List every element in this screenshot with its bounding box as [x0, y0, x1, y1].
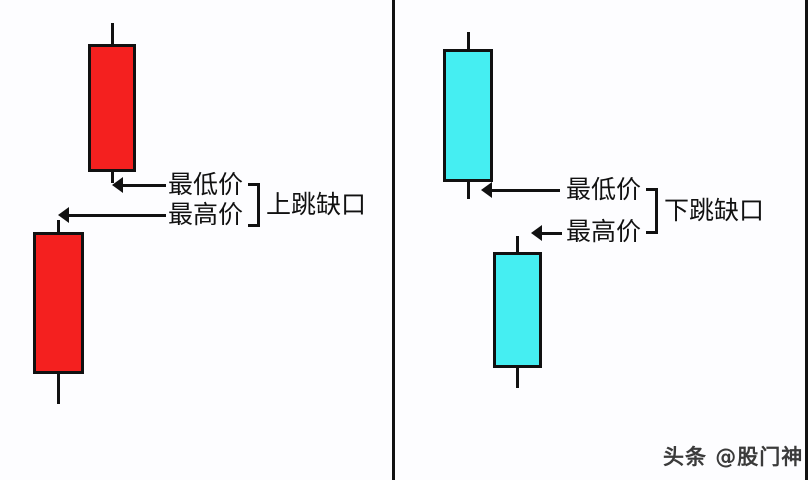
candle-body-bearish: [493, 252, 542, 368]
candle-body-bullish: [33, 232, 84, 374]
arrowhead-high-price: [58, 207, 69, 223]
leader-line-high-price: [540, 232, 562, 235]
gap-bracket-right: [646, 188, 658, 234]
gap-bracket-left: [248, 183, 260, 227]
panel-gap-down: [406, 0, 808, 480]
annotation-high-price-right: 最高价: [566, 217, 642, 246]
candle-body-bullish: [88, 44, 136, 172]
arrowhead-low-price: [112, 177, 123, 193]
annotation-low-price-right: 最低价: [566, 175, 642, 204]
watermark: 头条 @股门神: [663, 445, 804, 469]
panel-gap-up: 最低价 最高价 上跳缺口: [0, 0, 395, 480]
gap-label-down: 下跳缺口: [664, 196, 765, 225]
candle-gap-down-lower: [493, 236, 542, 388]
arrowhead-high-price: [531, 225, 542, 241]
candle-body-bearish: [443, 49, 493, 182]
candle-gap-up-upper: [88, 23, 136, 183]
candle-gap-down-upper: [443, 32, 493, 199]
leader-line-high-price: [66, 214, 166, 217]
annotation-high-price-left: 最高价: [168, 200, 244, 229]
candle-gap-up-lower: [33, 220, 84, 404]
leader-line-low-price: [490, 189, 560, 192]
gap-label-up: 上跳缺口: [266, 190, 367, 219]
annotation-low-price-left: 最低价: [168, 170, 244, 199]
arrowhead-low-price: [481, 182, 492, 198]
leader-line-low-price: [120, 184, 166, 187]
